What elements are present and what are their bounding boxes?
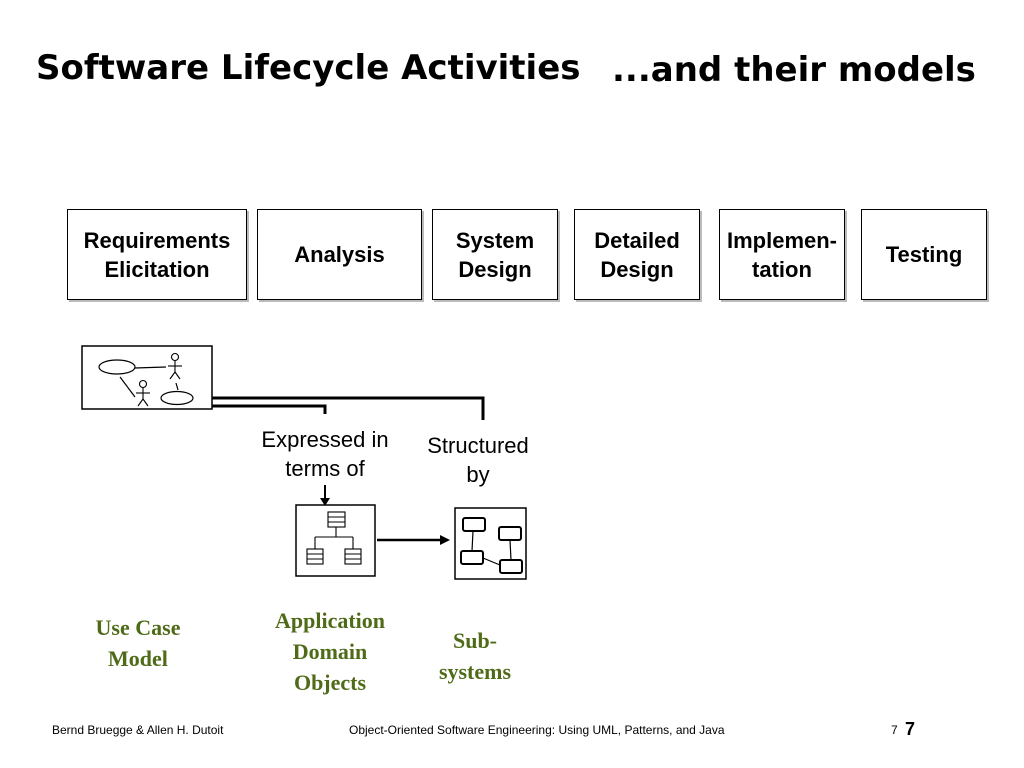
model-application-domain-objects: Application Domain Objects	[274, 608, 386, 695]
use-case-diagram-icon	[81, 345, 213, 410]
label-structured-by: Structured by	[427, 433, 529, 487]
class-diagram-icon	[295, 504, 376, 577]
activity-requirements-elicitation: Requirements Elicitation	[67, 209, 247, 300]
footer-authors: Bernd Bruegge & Allen H. Dutoit	[52, 723, 224, 737]
connector-lines	[212, 396, 485, 545]
model-subsystems: Sub- systems	[438, 628, 512, 684]
activity-testing: Testing	[861, 209, 987, 300]
activity-system-design: System Design	[432, 209, 558, 300]
label-expressed-in-terms-of: Expressed in terms of	[261, 427, 389, 481]
footer-page-number: 7	[905, 719, 916, 739]
activity-detailed-design: Detailed Design	[574, 209, 700, 300]
slide-title: Software Lifecycle Activities	[36, 48, 581, 88]
model-use-case: Use Case Model	[95, 615, 181, 671]
slide-title-suffix: ...and their models	[612, 50, 976, 90]
subsystem-diagram-icon	[454, 507, 527, 580]
footer-book-title: Object-Oriented Software Engineering: Us…	[349, 723, 725, 737]
activity-implementation: Implemen- tation	[719, 209, 845, 300]
footer-page-number-small: 7	[891, 723, 898, 737]
activity-analysis: Analysis	[257, 209, 422, 300]
